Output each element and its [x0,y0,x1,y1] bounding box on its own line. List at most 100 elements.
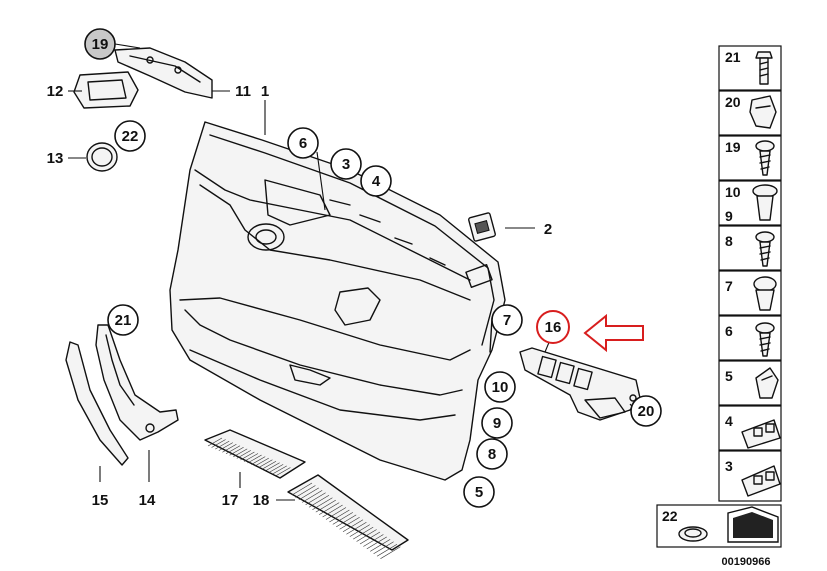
sidebar-label-5: 5 [725,368,733,384]
hatch-line [342,519,364,533]
sidebar-label-19: 19 [725,139,741,155]
hatch-line [370,539,391,552]
sidebar-label-7: 7 [725,278,733,294]
hatch-line [339,517,360,530]
hatch-line [373,541,394,555]
callout-11: 11 [235,83,251,100]
hatch-line [207,437,223,447]
hatch-line [291,482,313,496]
hatch-line [240,451,255,461]
hatch-line [222,443,237,453]
hatch-line [359,531,381,545]
sidebar-label-4: 4 [725,413,733,429]
bracket-4-icon [741,419,781,449]
hatch-line [305,492,326,506]
hatch-line [225,445,241,455]
hatch-line [353,526,374,540]
callout-21: 21 [115,312,132,329]
callout-1: 1 [261,83,269,100]
hatch-line [233,448,248,458]
callout-3: 3 [342,156,350,173]
callout-22-top: 22 [122,128,139,145]
sidebar-label-6: 6 [725,323,733,339]
clip-7-icon [753,276,777,311]
fastener-sidebar: 21 20 19 10 9 8 7 6 5 4 3 22 [656,45,782,568]
part-2-clip [468,212,496,242]
callout-8: 8 [488,446,496,463]
sidebar-label-9: 9 [725,208,733,224]
callout-9: 9 [493,415,501,432]
hatch-line [254,457,269,467]
screw-21-icon [755,51,773,85]
hatch-line [376,543,398,557]
hatch-line [272,465,287,475]
part-17-mat [204,429,306,479]
screw-8-icon [755,231,775,267]
hatch-line [349,524,370,537]
callout-4: 4 [372,173,381,190]
part-12-handle-bowl [73,71,139,109]
arrow-block-icon [727,506,779,543]
callout-14: 14 [139,492,156,509]
hatch-line [329,509,350,523]
rivet-10-icon [752,184,778,221]
callout-19: 19 [92,36,109,53]
hatch-line [211,439,226,448]
highlight-arrow-icon [583,313,644,353]
part-11-bracket [114,47,213,99]
hatch-line [218,442,233,451]
hatch-line [269,464,284,473]
part-14-handle-carrier [95,324,179,441]
hatch-line [332,512,353,525]
callouts: 19 12 11 1 22 13 6 3 4 2 21 7 16 10 9 8 … [47,28,662,509]
hatch-line [295,485,316,498]
hatch-line [261,460,277,470]
callout-6: 6 [299,135,307,152]
clip-20-icon [749,95,777,129]
callout-15: 15 [92,492,109,509]
callout-2: 2 [544,221,552,238]
hatch-line [243,453,259,462]
sidebar-label-8: 8 [725,233,733,249]
door-trim-panel [169,121,506,481]
callout-5: 5 [475,484,483,501]
hatch-line [215,440,230,450]
part-20-switch-block [519,347,641,421]
sidebar-label-21: 21 [725,49,741,65]
hatch-line [308,494,330,508]
hatch-line [276,467,291,476]
hatch-line [302,490,323,503]
highlight-circle [536,310,570,344]
hatch-line [265,462,280,472]
hatch-line [258,459,273,468]
nut-5-icon [755,367,779,399]
callout-12: 12 [47,83,64,100]
hatch-line [336,514,357,528]
pad-22-icon [678,526,708,542]
callout-18: 18 [253,492,270,509]
hatch-line [322,504,343,518]
hatch-line [298,487,319,501]
hatch-line [251,456,266,465]
part-15-pull-handle [65,341,129,466]
callout-13: 13 [47,150,64,167]
bracket-3-icon [741,465,781,497]
callout-20: 20 [638,403,655,420]
part-18-mat [287,474,409,559]
hatch-line [325,507,347,520]
hatch-line [247,454,262,464]
screw-19-icon [755,140,775,176]
sidebar-label-10: 10 [725,184,741,200]
hatch-line [319,502,340,515]
callout-7: 7 [503,312,511,329]
hatch-line [366,536,387,550]
hatch-line [356,529,377,542]
sidebar-label-3: 3 [725,458,733,474]
hatch-line [312,497,333,510]
screw-6-icon [755,322,775,357]
diagram-id: 00190966 [722,556,771,568]
sidebar-label-22: 22 [662,508,678,524]
hatch-line [229,447,244,456]
callout-16: 16 [545,319,562,336]
